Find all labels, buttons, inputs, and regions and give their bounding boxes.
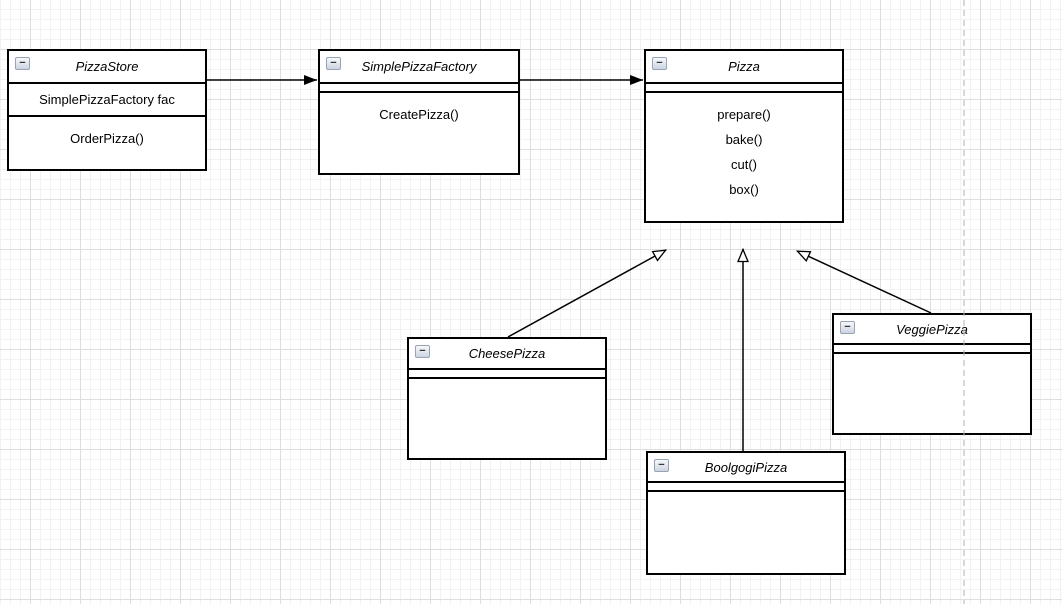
method-line: OrderPizza() bbox=[70, 131, 144, 146]
empty-fields-strip bbox=[409, 370, 605, 379]
empty-fields-strip bbox=[648, 483, 844, 492]
class-title: BoolgogiPizza bbox=[704, 459, 788, 475]
class-title-bar: − SimplePizzaFactory bbox=[320, 51, 518, 84]
edge-veggiepizza-extends-pizza[interactable] bbox=[795, 250, 932, 314]
method-line: CreatePizza() bbox=[379, 107, 459, 122]
class-title-bar: − CheesePizza bbox=[409, 339, 605, 370]
class-methods-section: prepare() bake() cut() box() bbox=[646, 93, 842, 202]
empty-fields-strip bbox=[834, 345, 1030, 354]
class-title-bar: − BoolgogiPizza bbox=[648, 453, 844, 483]
method-line: prepare() bbox=[717, 107, 771, 122]
field-line: SimplePizzaFactory fac bbox=[39, 92, 175, 107]
class-methods-section: CreatePizza() bbox=[320, 93, 518, 127]
class-methods-section bbox=[409, 379, 605, 388]
class-title: CheesePizza bbox=[468, 346, 546, 361]
minus-glyph: − bbox=[656, 57, 663, 69]
class-methods-section: OrderPizza() bbox=[9, 117, 205, 151]
class-fields-section: SimplePizzaFactory fac bbox=[9, 84, 205, 117]
collapse-icon[interactable]: − bbox=[840, 321, 855, 334]
method-line: box() bbox=[729, 182, 759, 197]
class-title: VeggiePizza bbox=[896, 321, 968, 337]
class-box-veggiepizza[interactable]: − VeggiePizza bbox=[832, 313, 1032, 435]
class-methods-section bbox=[648, 492, 844, 501]
class-title-bar: − PizzaStore bbox=[9, 51, 205, 84]
minus-glyph: − bbox=[844, 321, 851, 333]
class-title-bar: − VeggiePizza bbox=[834, 315, 1030, 345]
class-title: PizzaStore bbox=[75, 59, 139, 74]
class-title: Pizza bbox=[728, 59, 760, 74]
class-title-bar: − Pizza bbox=[646, 51, 842, 84]
minus-glyph: − bbox=[19, 57, 26, 69]
class-box-cheesepizza[interactable]: − CheesePizza bbox=[407, 337, 607, 460]
class-methods-section bbox=[834, 354, 1030, 363]
minus-glyph: − bbox=[658, 459, 665, 471]
class-box-boolgogipizza[interactable]: − BoolgogiPizza bbox=[646, 451, 846, 575]
collapse-icon[interactable]: − bbox=[415, 345, 430, 358]
minus-glyph: − bbox=[419, 345, 426, 357]
method-line: cut() bbox=[731, 157, 757, 172]
minus-glyph: − bbox=[330, 57, 337, 69]
collapse-icon[interactable]: − bbox=[326, 57, 341, 70]
class-box-pizza[interactable]: − Pizza prepare() bake() cut() box() bbox=[644, 49, 844, 223]
method-line: bake() bbox=[725, 132, 763, 147]
collapse-icon[interactable]: − bbox=[652, 57, 667, 70]
class-title: SimplePizzaFactory bbox=[361, 59, 477, 74]
collapse-icon[interactable]: − bbox=[654, 459, 669, 472]
collapse-icon[interactable]: − bbox=[15, 57, 30, 70]
empty-fields-strip bbox=[646, 84, 842, 93]
edge-cheesepizza-extends-pizza[interactable] bbox=[507, 249, 668, 338]
empty-fields-strip bbox=[320, 84, 518, 93]
